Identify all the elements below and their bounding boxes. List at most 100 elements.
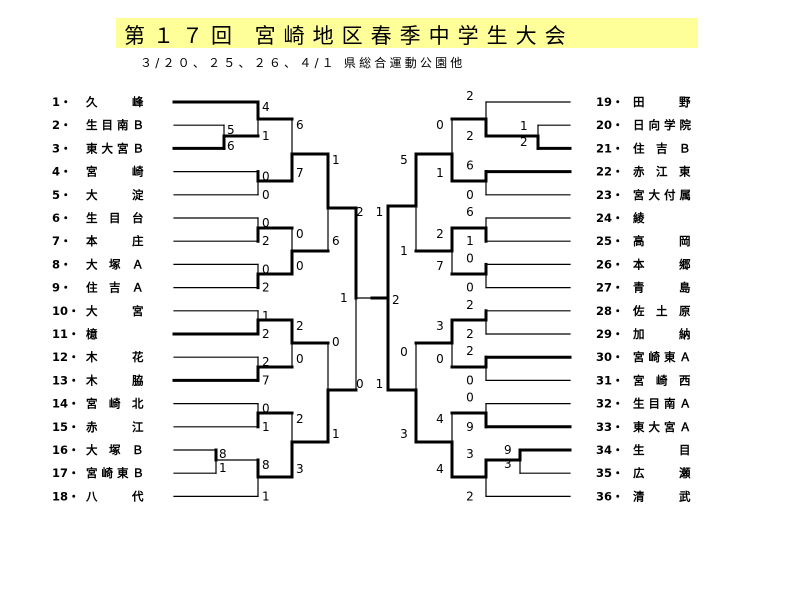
score-label: 0 — [466, 251, 474, 265]
team-number: 7・ — [52, 234, 72, 248]
score-label: 0 — [296, 227, 304, 241]
score-label: 7 — [262, 373, 270, 387]
team-name: 生 目 — [633, 443, 691, 457]
score-label: 9 — [466, 420, 474, 434]
score-label: 2 — [262, 234, 270, 248]
score-label: 2 — [466, 129, 474, 143]
team-name: 住 吉 Ａ — [86, 281, 144, 295]
team-name: 綾 — [633, 211, 645, 225]
score-label: 0 — [466, 391, 474, 405]
score-label: 0 — [262, 170, 270, 184]
team-number: 32・ — [596, 397, 624, 411]
score-label: 1 — [262, 129, 270, 143]
team-name: 宮 大 付 属 — [633, 188, 691, 202]
team-number: 13・ — [52, 373, 80, 387]
team-number: 16・ — [52, 443, 80, 457]
score-label: 3 — [504, 457, 512, 471]
team-number: 8・ — [52, 257, 72, 271]
team-number: 35・ — [596, 466, 624, 480]
team-number: 14・ — [52, 397, 80, 411]
team-name: 青 島 — [633, 281, 691, 295]
score-label: 3 — [466, 447, 474, 461]
team-name: 久 峰 — [85, 95, 144, 109]
score-label: 0 — [262, 402, 270, 416]
score-label: 2 — [262, 327, 270, 341]
team-number: 36・ — [596, 489, 624, 503]
team-number: 15・ — [52, 420, 80, 434]
team-number: 26・ — [596, 257, 624, 271]
team-name: 宮 崎 東 Ｂ — [86, 466, 144, 480]
score-label: 8 — [262, 458, 270, 472]
team-name: 東 大 宮 Ｂ — [86, 141, 144, 155]
team-name: 清 武 — [633, 489, 691, 503]
team-name: 本 郷 — [633, 257, 691, 271]
team-name: 大 淀 — [86, 188, 144, 202]
title-band — [116, 18, 698, 48]
team-name: 宮 崎 東 Ａ — [633, 350, 691, 364]
score-label: 2 — [466, 344, 474, 358]
team-name: 赤 江 — [86, 420, 144, 434]
score-label: 3 — [400, 427, 408, 441]
score-label: 0 — [262, 188, 270, 202]
team-number: 30・ — [596, 350, 624, 364]
team-number: 1・ — [52, 95, 72, 109]
team-number: 4・ — [52, 165, 72, 179]
score-label: 7 — [296, 166, 304, 180]
score-label: 1 — [219, 461, 227, 475]
team-name: 加 納 — [632, 327, 691, 341]
team-number: 2・ — [52, 118, 72, 132]
score-label: 0 — [262, 216, 270, 230]
score-label: 1 — [262, 309, 270, 323]
score-label: 8 — [219, 447, 227, 461]
page-title: 第１７回 宮崎地区春季中学生大会 — [124, 24, 574, 48]
score-label: 2 — [262, 355, 270, 369]
score-label: 4 — [436, 412, 444, 426]
team-number: 34・ — [596, 443, 624, 457]
team-name: 木 花 — [85, 350, 144, 364]
team-name: 東 大 宮 Ａ — [633, 420, 691, 434]
team-number: 21・ — [596, 141, 624, 155]
team-number: 22・ — [596, 165, 624, 179]
score-label: 1 — [520, 119, 528, 133]
score-label: 6 — [332, 234, 340, 248]
team-number: 18・ — [52, 489, 80, 503]
score-label: 1 — [262, 489, 270, 503]
team-number: 3・ — [52, 141, 72, 155]
score-label: 1 — [340, 291, 348, 305]
team-number: 5・ — [52, 188, 72, 202]
team-number: 24・ — [596, 211, 624, 225]
score-label: 2 — [466, 327, 474, 341]
score-label: 1 — [466, 234, 474, 248]
team-number: 9・ — [52, 281, 72, 295]
score-label: 6 — [466, 205, 474, 219]
score-label: 0 — [296, 352, 304, 366]
score-label: 2 — [262, 281, 270, 295]
team-name: 八 代 — [85, 489, 144, 503]
page-subtitle: ３/２０、２５、２６、４/１ 県総合運動公園他 — [140, 56, 466, 70]
score-label: 0 — [466, 188, 474, 202]
score-label: 2 — [296, 319, 304, 333]
score-label: 6 — [296, 118, 304, 132]
team-name: 高 岡 — [633, 234, 691, 248]
team-number: 20・ — [596, 118, 624, 132]
team-number: 6・ — [52, 211, 72, 225]
team-name: 生 目 台 — [86, 211, 144, 225]
team-number: 17・ — [52, 466, 80, 480]
team-name: 大 塚 Ｂ — [86, 443, 144, 457]
team-name: 檍 — [86, 327, 98, 341]
team-name: 広 瀬 — [633, 466, 691, 480]
team-number: 11・ — [52, 327, 80, 341]
score-label: 5 — [227, 123, 235, 137]
score-label: 1 — [332, 427, 340, 441]
score-label: 7 — [436, 259, 444, 273]
score-label: 4 — [436, 462, 444, 476]
team-name: 大 宮 — [86, 304, 144, 318]
team-name: 住 吉 Ｂ — [633, 141, 691, 155]
score-label: 6 — [466, 159, 474, 173]
score-label: 1 — [262, 420, 270, 434]
score-label: 2 — [520, 135, 528, 149]
score-label: 2 — [466, 298, 474, 312]
score-label: 3 — [436, 319, 444, 333]
score-label: 2 — [466, 489, 474, 503]
